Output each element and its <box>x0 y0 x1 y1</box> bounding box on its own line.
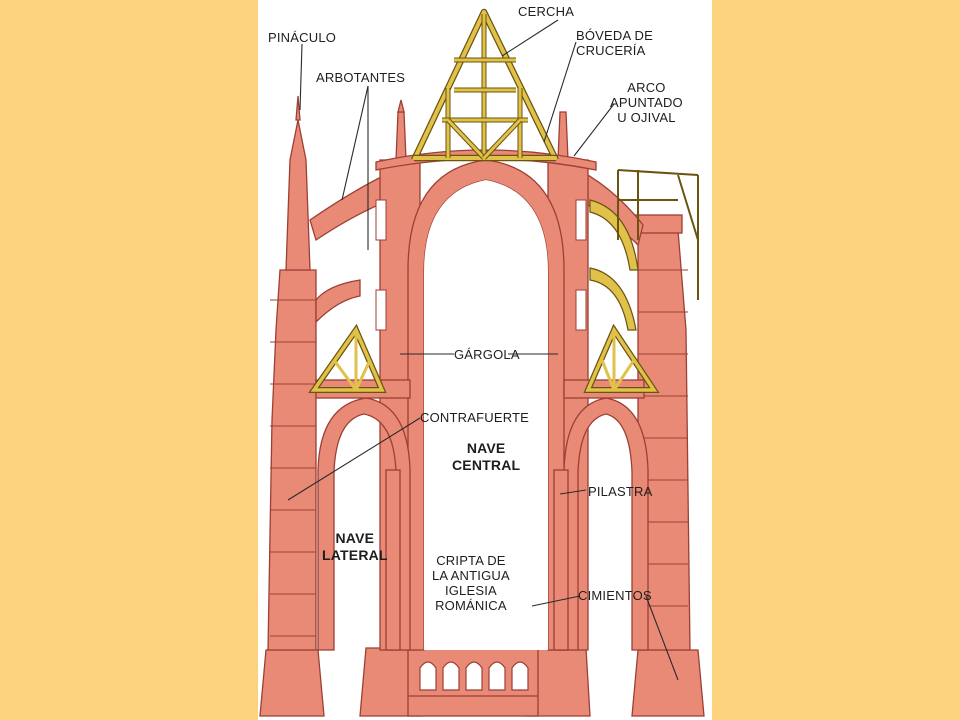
nave-central-opening <box>424 180 548 650</box>
crypt-window-3 <box>465 661 483 691</box>
leader-line-1 <box>501 19 559 57</box>
arco-apuntado-upper <box>589 199 639 271</box>
label-arco-apuntado: ARCO APUNTADO U OJIVAL <box>610 80 683 125</box>
leader-line-11 <box>531 595 581 607</box>
pinnacle-mid-left <box>395 111 407 161</box>
timber-truss <box>308 8 699 393</box>
crypt-window-2 <box>442 661 460 691</box>
pinnacle-mid-right <box>557 111 569 161</box>
aisle-truss-right-member-2 <box>600 359 616 391</box>
cathedral-cross-section-panel: CERCHA BÓVEDA DE CRUCERÍA PINÁCULO ARBOT… <box>258 0 712 720</box>
cathedral-illustration <box>259 8 705 717</box>
leader-line-12 <box>645 595 679 681</box>
label-gargola: GÁRGOLA <box>454 347 520 362</box>
label-arbotantes: ARBOTANTES <box>316 70 406 85</box>
cercha-member-6 <box>446 118 486 160</box>
leader-line-10 <box>559 489 587 495</box>
aisle-truss-left-member-2 <box>332 359 358 391</box>
crypt-window-5 <box>511 661 529 691</box>
foundation-right-outer <box>631 649 705 717</box>
scaffold-member-6 <box>677 174 699 241</box>
pilastra-right <box>553 469 569 651</box>
leader-line-6 <box>573 103 615 157</box>
leader-lines <box>287 19 679 681</box>
flying-buttress-left-lower <box>315 279 361 324</box>
label-contrafuerte: CONTRAFUERTE <box>420 410 530 425</box>
pinnacle-left <box>285 119 311 271</box>
label-pinaculo: PINÁCULO <box>268 30 337 45</box>
nave-lateral-left-arch <box>317 397 411 651</box>
label-boveda-de-cruceria: BÓVEDA DE CRUCERÍA <box>576 28 653 58</box>
label-cripta: CRIPTA DE LA ANTIGUA IGLESIA ROMÁNICA <box>432 553 510 613</box>
pinnacle-left-tip <box>295 95 301 121</box>
nave-lateral-right-arch <box>563 397 649 651</box>
label-cimientos: CIMIENTOS <box>578 588 652 603</box>
label-cercha: CERCHA <box>518 4 575 19</box>
leader-line-4 <box>341 85 369 201</box>
aisle-truss-right-member-3 <box>612 359 636 391</box>
scaffold-member-4 <box>617 169 699 176</box>
foundations <box>259 647 705 717</box>
foundation-left-outer <box>259 649 325 717</box>
pinnacle-mid-left-tip <box>397 99 405 113</box>
crypt-window-4 <box>488 661 506 691</box>
leader-line-9 <box>287 417 421 501</box>
pilastra-left <box>385 469 401 651</box>
arco-apuntado-lower <box>589 267 637 331</box>
stonework <box>267 95 691 651</box>
crypt-window-1 <box>419 661 437 691</box>
clerestory-window-4 <box>575 289 587 331</box>
clerestory-window-2 <box>375 289 387 331</box>
buttress-tower-left <box>267 269 317 651</box>
clerestory-window-3 <box>575 199 587 241</box>
label-nave-central: NAVE CENTRAL <box>452 440 521 473</box>
clerestory-window-1 <box>375 199 387 241</box>
cercha-member-7 <box>482 118 522 160</box>
label-pilastra: PILASTRA <box>588 484 653 499</box>
label-nave-lateral: NAVE LATERAL <box>322 530 388 563</box>
leader-line-3 <box>299 43 303 111</box>
cercha-rafters <box>412 10 558 161</box>
leader-line-2 <box>543 41 577 143</box>
aisle-truss-left-member-3 <box>354 359 372 391</box>
